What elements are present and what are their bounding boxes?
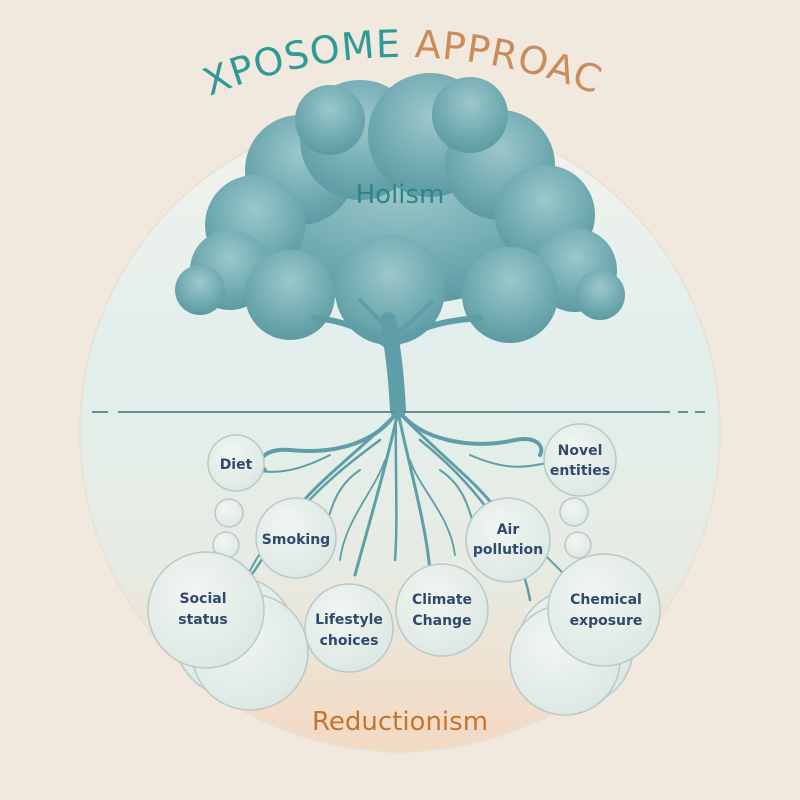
bubble-label-novel: Novel xyxy=(558,443,603,459)
bubble-label-pollution: pollution xyxy=(473,542,543,558)
bubble-label-smoking: Smoking xyxy=(262,532,330,548)
bubble-lifestyle-choices: Lifestyle choices xyxy=(304,583,394,673)
bubble-label-entities: entities xyxy=(550,463,610,479)
bubble-label-status: status xyxy=(178,612,227,628)
bubble-social-status: Social status xyxy=(147,551,265,669)
bubble-chemical-exposure: Chemical exposure xyxy=(547,553,661,667)
bubble-label-air: Air xyxy=(497,522,520,538)
bubble-climate-change: Climate Change xyxy=(395,563,489,657)
bubble-label-chemical: Chemical xyxy=(570,592,642,608)
reductionism-label: Reductionism xyxy=(312,707,488,737)
bubble-label-climate: Climate xyxy=(412,592,472,608)
tree-trunk xyxy=(312,298,483,418)
bubble-smoking: Smoking xyxy=(255,497,337,579)
bubble-label-diet: Diet xyxy=(220,457,253,473)
holism-label: Holism xyxy=(356,180,445,210)
tree-canopy xyxy=(175,73,625,345)
bubble-diet: Diet xyxy=(207,434,265,492)
bubble-label-exposure: exposure xyxy=(570,613,643,629)
bubble-label-change: Change xyxy=(412,613,471,629)
bubble-novel-entities: Novel entities xyxy=(543,423,617,497)
bubble-label-lifestyle: Lifestyle xyxy=(315,612,383,628)
bubble-label-social: Social xyxy=(179,591,226,607)
bubble-label-choices: choices xyxy=(320,633,379,649)
bubble-air-pollution: Air pollution xyxy=(465,497,551,583)
